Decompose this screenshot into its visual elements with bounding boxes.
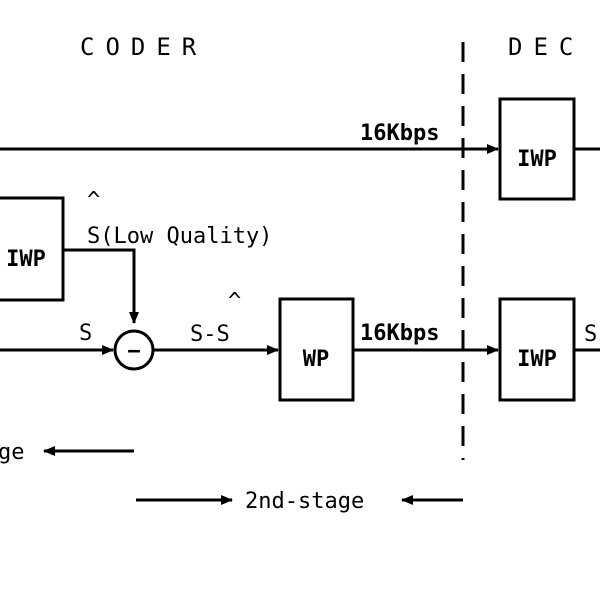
second-stage-label: 2nd-stage <box>245 489 364 514</box>
coder-title: CODER <box>80 33 207 61</box>
s-input-label: S <box>79 321 92 346</box>
residual-caret: ^ <box>228 289 241 314</box>
first-stage-label: ge <box>0 440 25 465</box>
decoder-title: DEC <box>508 33 584 61</box>
residual-label: S-S <box>190 322 230 347</box>
top-rate-label: 16Kbps <box>360 121 439 146</box>
s-hat-feed-line <box>63 248 139 324</box>
subtractor-minus: − <box>127 339 140 364</box>
decoder-output-label: S <box>584 322 597 347</box>
iwp-coder-label: IWP <box>6 247 46 272</box>
iwp-decoder-bottom-label: IWP <box>517 347 557 372</box>
wp-block <box>278 297 355 402</box>
bottom-rate-label: 16Kbps <box>360 321 439 346</box>
s-hat-label: S(Low Quality) <box>87 224 272 249</box>
wp-label: WP <box>303 347 330 372</box>
s-hat-caret: ^ <box>87 188 100 213</box>
iwp-decoder-top-label: IWP <box>517 147 557 172</box>
